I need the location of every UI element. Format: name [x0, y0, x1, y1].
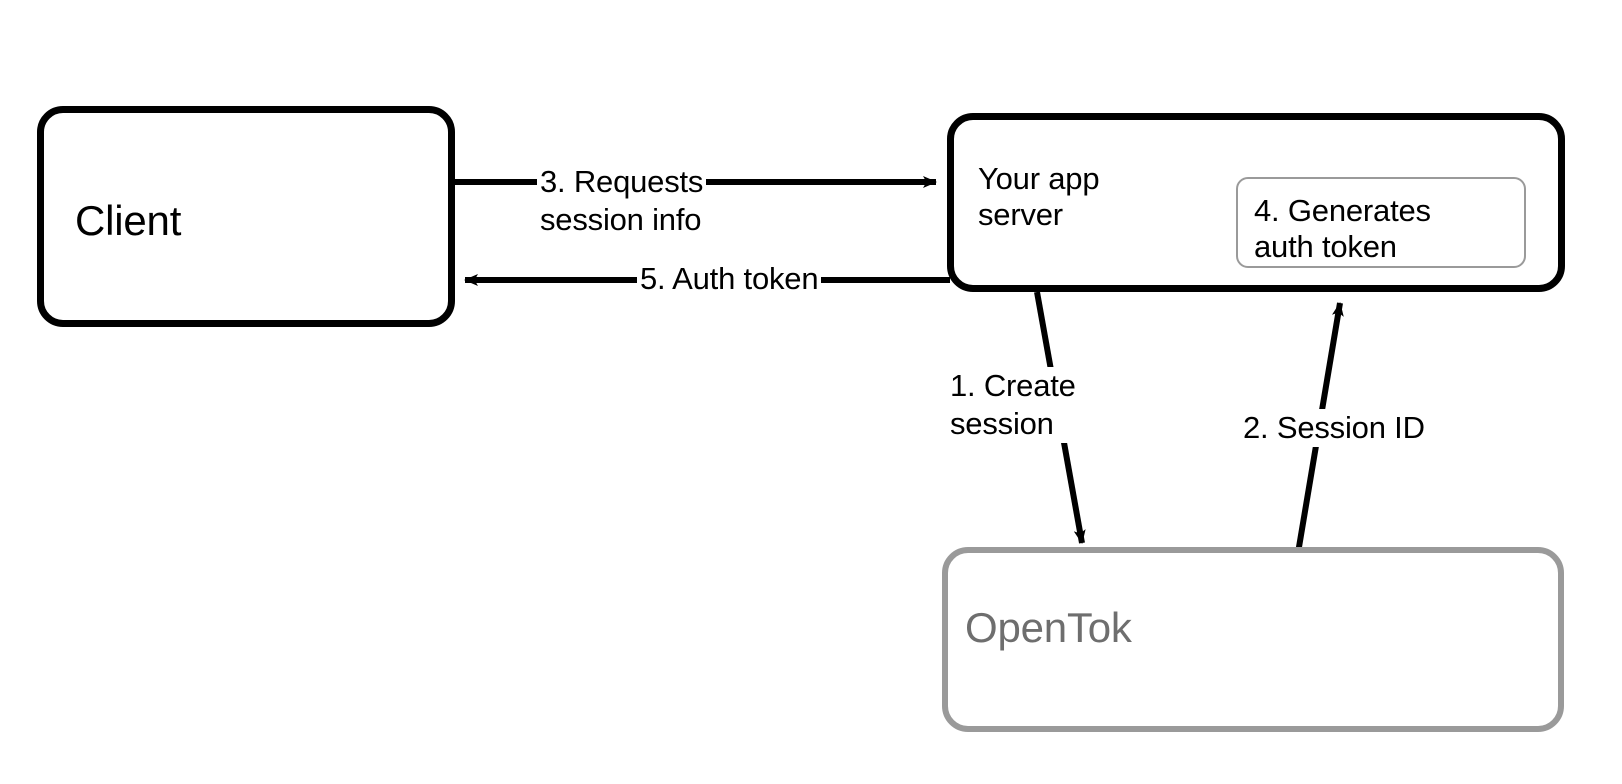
node-opentok-label: OpenTok [965, 604, 1132, 651]
node-app-server-label: Your app server [978, 161, 1100, 233]
edge-label-auth-token: 5. Auth token [637, 260, 822, 298]
edge-label-session-id: 2. Session ID [1240, 409, 1428, 447]
node-generates-auth-token-label: 4. Generates auth token [1254, 193, 1431, 265]
edge-label-requests-session-info: 3. Requests session info [537, 163, 707, 239]
node-opentok[interactable]: OpenTok [942, 547, 1564, 732]
edge-label-create-session: 1. Create session [947, 367, 1079, 443]
node-generates-auth-token[interactable]: 4. Generates auth token [1236, 177, 1526, 268]
node-app-server[interactable]: Your app server 4. Generates auth token [947, 113, 1565, 292]
node-client[interactable]: Client [37, 106, 455, 327]
node-client-label: Client [75, 197, 182, 244]
